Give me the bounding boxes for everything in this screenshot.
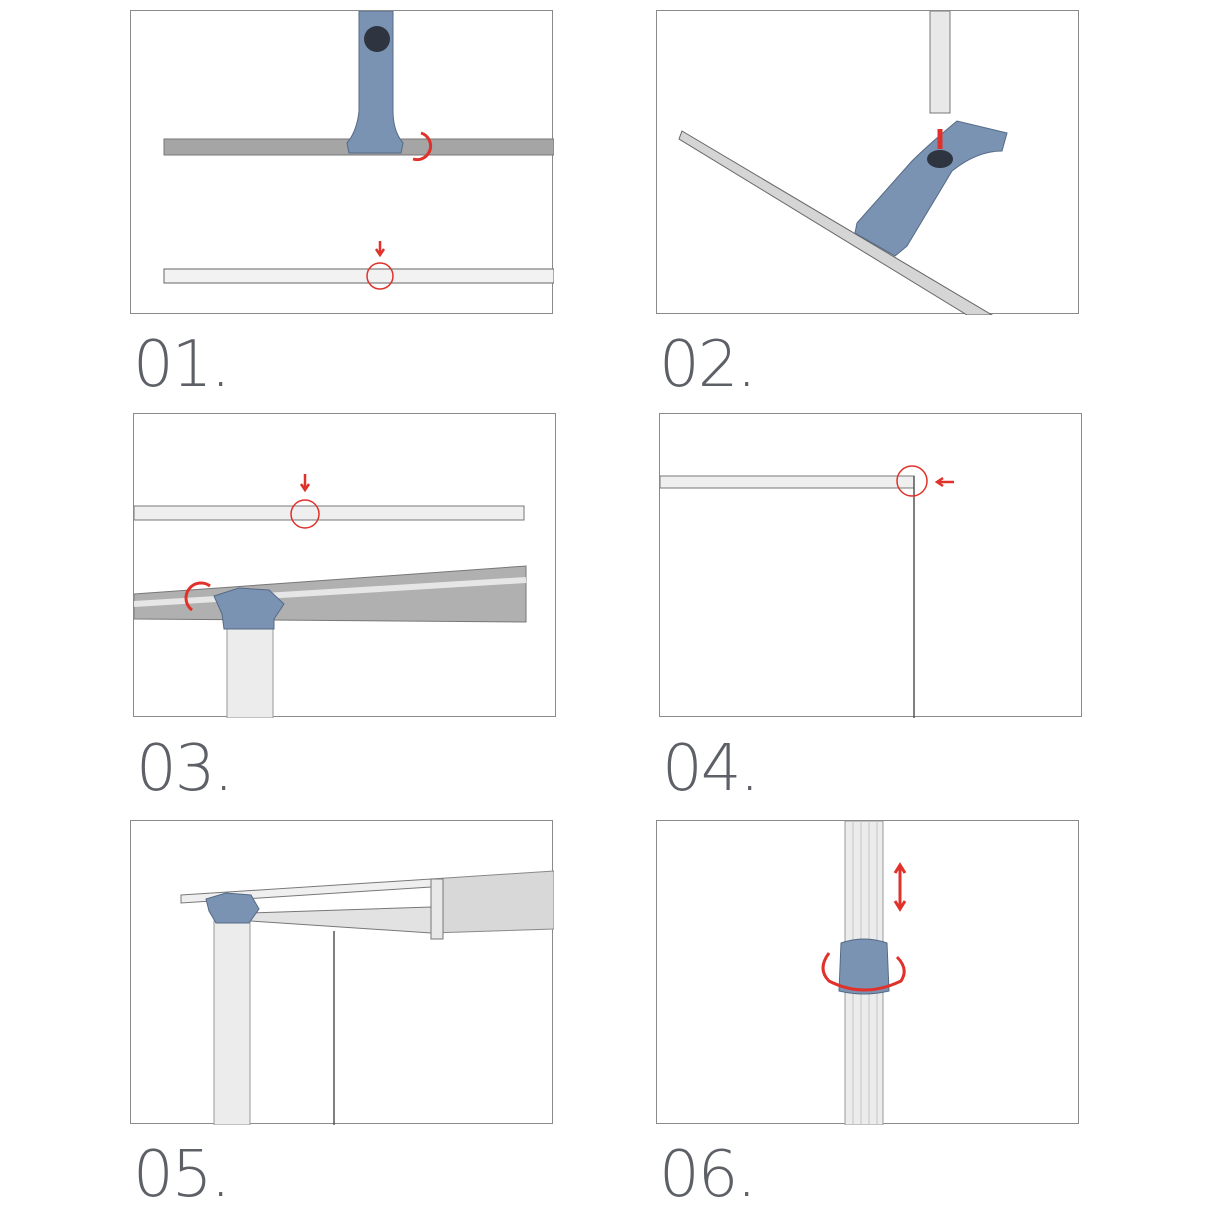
highlight-circle (366, 262, 394, 290)
beam (250, 906, 432, 934)
step-2-panel (656, 10, 1079, 315)
rotate-arrow-icon (821, 952, 906, 992)
connector (346, 11, 404, 154)
rail (678, 130, 993, 315)
left-arrow-icon (934, 476, 954, 488)
step-label: 02. (659, 328, 757, 402)
step-6-panel (656, 820, 1079, 1125)
step-label: 05. (133, 1138, 231, 1212)
rotate-arrow-icon (412, 131, 433, 162)
button-hole (364, 26, 390, 52)
vertical-arrow-icon (893, 862, 907, 912)
step-3-illustration (134, 474, 527, 718)
rail (134, 505, 525, 521)
step-label: 03. (136, 732, 234, 806)
step-1-illustration (163, 11, 554, 290)
connector (854, 120, 1008, 257)
post (213, 920, 251, 1125)
connector (205, 892, 260, 924)
rail-bottom (163, 268, 554, 284)
connector (213, 587, 285, 630)
post (226, 623, 274, 718)
step-2-illustration (678, 11, 1008, 315)
step-4-panel (659, 413, 1082, 718)
step-5-panel (130, 820, 554, 1125)
highlight-circle (896, 465, 928, 497)
step-label: 01. (133, 328, 231, 402)
post (929, 11, 951, 114)
highlight-circle (290, 499, 320, 529)
step-6-illustration (821, 821, 907, 1125)
step-4-illustration (660, 465, 954, 718)
step-3-panel (133, 413, 556, 718)
step-1-panel (130, 10, 554, 314)
panel-sheet (430, 870, 554, 934)
step-5-illustration (180, 870, 554, 1125)
step-label: 04. (662, 732, 760, 806)
rail (660, 475, 915, 489)
down-arrow-icon (299, 474, 311, 493)
down-arrow-icon (374, 241, 386, 258)
button-hole (927, 150, 953, 168)
step-label: 06. (659, 1138, 757, 1212)
connector (838, 938, 890, 995)
rotate-arrow-icon (184, 581, 211, 612)
